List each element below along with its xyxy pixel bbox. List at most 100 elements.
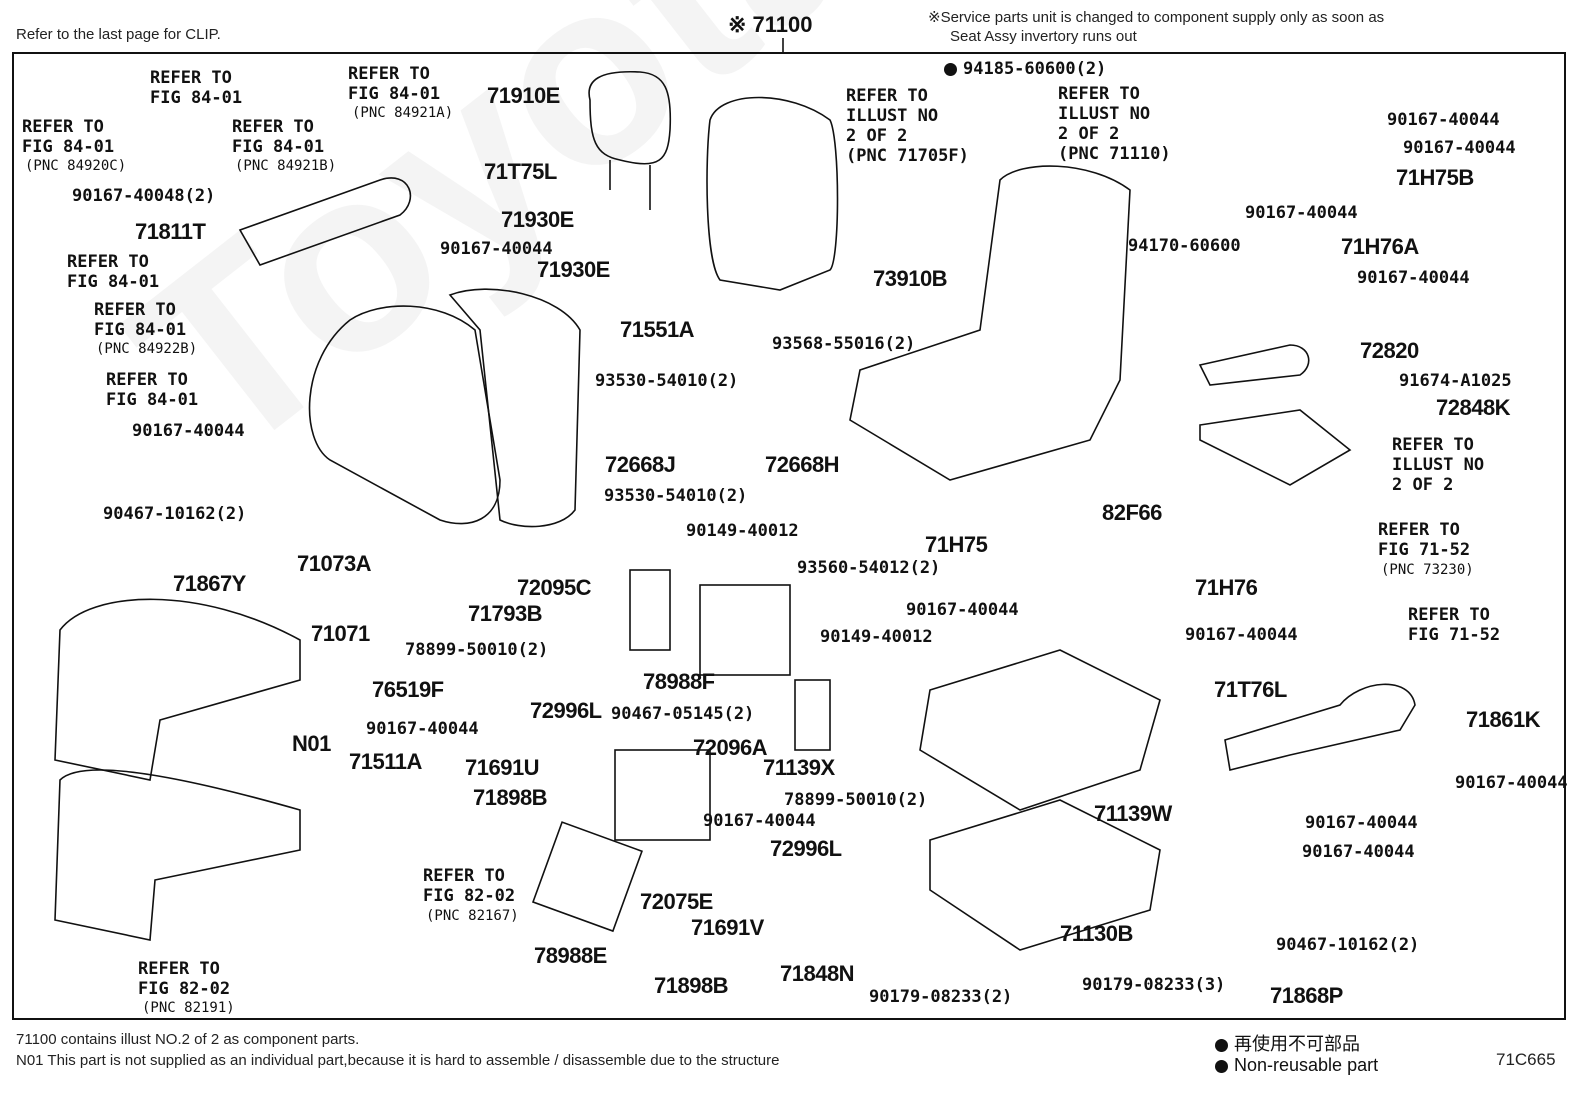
part-label[interactable]: 71H76 xyxy=(1195,575,1258,600)
part-label[interactable]: 71511A xyxy=(349,749,422,774)
part-label[interactable]: 71H75 xyxy=(925,532,988,557)
part-label[interactable]: 90167-40044 xyxy=(1185,625,1298,645)
non-reusable-dot-icon xyxy=(944,62,957,76)
part-label[interactable]: 73910B xyxy=(873,266,948,291)
ref-illust-label[interactable]: REFER TO ILLUST NO 2 OF 2 (PNC 71705F) xyxy=(846,86,969,166)
part-number: 94185-60600(2) xyxy=(963,59,1107,79)
service-note-line1: ※Service parts unit is changed to compon… xyxy=(928,9,1385,26)
part-label[interactable]: 93530-54010(2) xyxy=(595,371,739,391)
ref-fig-84-01-label[interactable]: REFER TO FIG 84-01 xyxy=(150,68,243,108)
part-label[interactable]: 90467-05145(2) xyxy=(611,704,755,724)
part-label[interactable]: 90179-08233(2) xyxy=(869,987,1013,1007)
ref-illust-label[interactable]: REFER TO ILLUST NO 2 OF 2 (PNC 71110) xyxy=(1058,84,1171,164)
part-label[interactable]: 72996L xyxy=(770,836,842,861)
part-label[interactable]: 93568-55016(2) xyxy=(772,334,916,354)
part-label[interactable]: 71130B xyxy=(1060,921,1133,946)
part-label[interactable]: 71073A xyxy=(297,551,372,576)
bracket-78988f-shape xyxy=(699,584,791,676)
figure-code: 71C665 xyxy=(1496,1050,1556,1069)
part-label[interactable]: 72668J xyxy=(605,452,676,477)
part-label[interactable]: 71848N xyxy=(780,961,855,986)
ref-fig-71-52-label[interactable]: REFER TO FIG 71-52 xyxy=(1408,605,1501,645)
ref-fig-84-01-label[interactable]: REFER TO FIG 84-01 xyxy=(22,117,115,157)
part-label[interactable]: 90167-40044 xyxy=(1305,813,1418,833)
part-label[interactable]: 82F66 xyxy=(1102,500,1162,525)
ref-fig-84-01-label[interactable]: REFER TO FIG 84-01 xyxy=(232,117,325,157)
part-label[interactable]: 71898B xyxy=(654,973,729,998)
part-label[interactable]: 71T76L xyxy=(1214,677,1287,702)
part-label[interactable]: 71H76A xyxy=(1341,234,1419,259)
part-label[interactable]: 93530-54010(2) xyxy=(604,486,748,506)
part-label[interactable]: 90167-40044 xyxy=(1455,773,1568,793)
pnc-label: (PNC 84920C) xyxy=(25,158,127,174)
part-label[interactable]: 72848K xyxy=(1436,395,1511,420)
part-label[interactable]: 76519F xyxy=(372,677,444,702)
part-label[interactable]: 78899-50010(2) xyxy=(405,640,549,660)
part-label[interactable]: 90167-40044 xyxy=(1245,203,1358,223)
part-label[interactable]: 91674-A1025 xyxy=(1399,371,1512,391)
part-label[interactable]: N01 xyxy=(292,731,331,756)
part-label[interactable]: 78899-50010(2) xyxy=(784,790,928,810)
part-label[interactable]: 71910E xyxy=(487,83,560,108)
part-label[interactable]: 90167-40044 xyxy=(366,719,479,739)
part-label[interactable]: 71139X xyxy=(763,755,835,780)
footer-note-2: N01 This part is not supplied as an indi… xyxy=(16,1052,780,1069)
armrest-lower-shape xyxy=(1199,409,1352,486)
part-label[interactable]: 72096A xyxy=(693,735,768,760)
part-label[interactable]: 71861K xyxy=(1466,707,1541,732)
part-label[interactable]: 71139W xyxy=(1094,801,1172,826)
part-label[interactable]: 72996L xyxy=(530,698,602,723)
seat-cushion-cover-shape xyxy=(54,598,301,781)
seatback-cover-shape xyxy=(308,305,501,525)
ref-fig-84-01-label[interactable]: REFER TO FIG 84-01 xyxy=(67,252,160,292)
pnc-label: (PNC 84921A) xyxy=(352,105,454,121)
part-label[interactable]: 71H75B xyxy=(1396,165,1474,190)
part-label[interactable]: 90149-40012 xyxy=(820,627,933,647)
part-label[interactable]: 71930E xyxy=(537,257,610,282)
part-label[interactable]: 71867Y xyxy=(173,571,246,596)
part-label[interactable]: 90167-40044 xyxy=(132,421,245,441)
part-label[interactable]: 94170-60600 xyxy=(1128,236,1241,256)
ref-fig-82-02-label[interactable]: REFER TO FIG 82-02 xyxy=(138,959,231,999)
part-label[interactable]: 71691U xyxy=(465,755,540,780)
part-label[interactable]: 72820 xyxy=(1360,338,1419,363)
armrest-shape xyxy=(1198,344,1310,386)
part-label[interactable]: 72075E xyxy=(640,889,713,914)
ref-fig-71-52-label[interactable]: REFER TO FIG 71-52 xyxy=(1378,520,1471,560)
part-label[interactable]: 90467-10162(2) xyxy=(103,504,247,524)
part-label[interactable]: 71868P xyxy=(1270,983,1343,1008)
part-label[interactable]: 93560-54012(2) xyxy=(797,558,941,578)
part-label[interactable]: 90167-40044 xyxy=(1387,110,1500,130)
part-label[interactable]: 72095C xyxy=(517,575,592,600)
part-label[interactable]: 90167-40044 xyxy=(703,811,816,831)
part-label[interactable]: 90167-40048(2) xyxy=(72,186,216,206)
part-label[interactable]: 71551A xyxy=(620,317,695,342)
part-label[interactable]: 78988F xyxy=(643,669,715,694)
ref-fig-84-01-label[interactable]: REFER TO FIG 84-01 xyxy=(106,370,199,410)
ref-fig-84-01-label[interactable]: REFER TO FIG 84-01 xyxy=(94,300,187,340)
ref-illust-label[interactable]: REFER TO ILLUST NO 2 OF 2 xyxy=(1392,435,1485,495)
part-label[interactable]: 72668H xyxy=(765,452,840,477)
part-label[interactable]: 71793B xyxy=(468,601,543,626)
part-label[interactable]: 90167-40044 xyxy=(906,600,1019,620)
part-label[interactable]: 71930E xyxy=(501,207,574,232)
seatback-pad-shape xyxy=(448,288,581,528)
part-label[interactable]: 90167-40044 xyxy=(440,239,553,259)
part-label[interactable]: 90167-40044 xyxy=(1357,268,1470,288)
part-label[interactable]: 90167-40044 xyxy=(1302,842,1415,862)
pnc-label: (PNC 82167) xyxy=(426,908,519,924)
part-label[interactable]: 71071 xyxy=(311,621,370,646)
part-label[interactable]: 71898B xyxy=(473,785,548,810)
non-reusable-part-label[interactable]: 94185-60600(2) xyxy=(944,61,1106,78)
seat-cushion-pad-shape xyxy=(54,769,301,941)
part-label[interactable]: 78988E xyxy=(534,943,607,968)
part-label[interactable]: 90179-08233(3) xyxy=(1082,975,1226,995)
part-label[interactable]: 71811T xyxy=(135,219,206,244)
part-label[interactable]: 71691V xyxy=(691,915,764,940)
part-label[interactable]: 90167-40044 xyxy=(1403,138,1516,158)
part-label[interactable]: 90467-10162(2) xyxy=(1276,935,1420,955)
ref-fig-82-02-label[interactable]: REFER TO FIG 82-02 xyxy=(423,866,516,906)
part-label[interactable]: 71T75L xyxy=(484,159,557,184)
part-label[interactable]: 90149-40012 xyxy=(686,521,799,541)
ref-fig-84-01-label[interactable]: REFER TO FIG 84-01 xyxy=(348,64,441,104)
